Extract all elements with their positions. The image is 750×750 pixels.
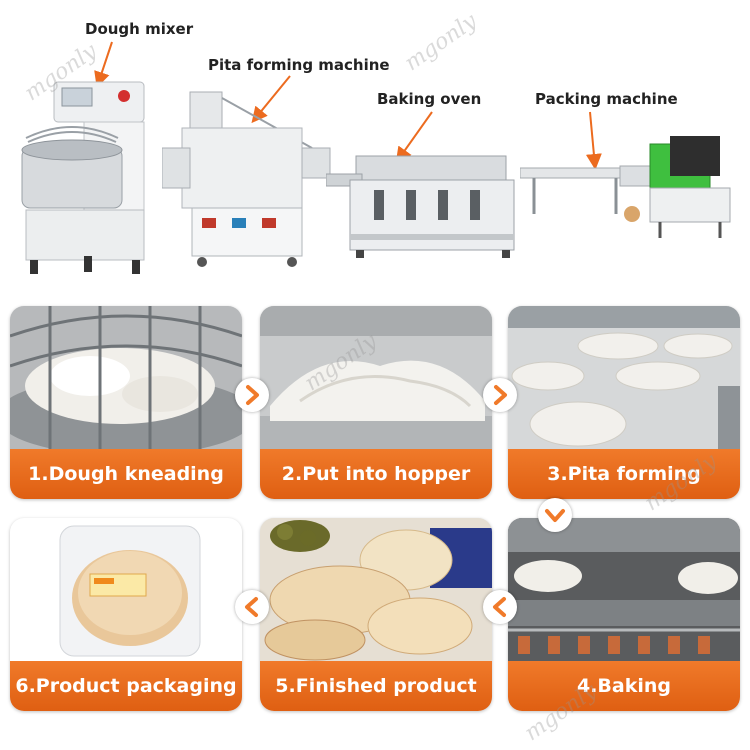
arrow-left-icon — [235, 590, 269, 624]
dough-mixer-label: Dough mixer — [85, 20, 194, 38]
production-line-illustration: Dough mixer Pita forming machine Baking … — [0, 0, 750, 300]
packing-machine-pointer — [585, 111, 602, 170]
baking-oven-label: Baking oven — [377, 90, 482, 108]
step-card-put-into-hopper: 2.Put into hopper — [260, 306, 492, 499]
baking-oven-pointer — [395, 111, 433, 164]
packing-machine-image — [520, 136, 731, 238]
arrow-left-icon — [483, 590, 517, 624]
pita-forming-machine-label: Pita forming machine — [208, 56, 390, 74]
step-label: 1.Dough kneading — [10, 449, 242, 499]
step-card-baking: 4.Baking — [508, 518, 740, 711]
arrow-right-icon — [483, 378, 517, 412]
arrow-down-icon — [538, 498, 572, 532]
step-label: 2.Put into hopper — [260, 449, 492, 499]
pita-forming-photo — [508, 306, 740, 449]
product-packaging-photo — [10, 518, 242, 661]
dough-mixer-pointer — [94, 41, 113, 88]
arrow-right-icon — [235, 378, 269, 412]
step-card-pita-forming: 3.Pita forming — [508, 306, 740, 499]
step-label: 3.Pita forming — [508, 449, 740, 499]
pita-forming-pointer — [251, 75, 291, 124]
step-label: 5.Finished product — [260, 661, 492, 711]
packing-machine-label: Packing machine — [535, 90, 678, 108]
step-label: 6.Product packaging — [10, 661, 242, 711]
pita-forming-machine-image — [162, 91, 331, 267]
step-card-dough-kneading: 1.Dough kneading — [10, 306, 242, 499]
hopper-photo — [260, 306, 492, 449]
baking-photo — [508, 518, 740, 661]
step-card-product-packaging: 6.Product packaging — [10, 518, 242, 711]
baking-oven-image — [326, 155, 515, 258]
step-label: 4.Baking — [508, 661, 740, 711]
dough-mixer-image — [21, 81, 145, 274]
step-card-finished-product: 5.Finished product — [260, 518, 492, 711]
dough-kneading-photo — [10, 306, 242, 449]
finished-product-photo — [260, 518, 492, 661]
label-pointers — [94, 41, 602, 170]
